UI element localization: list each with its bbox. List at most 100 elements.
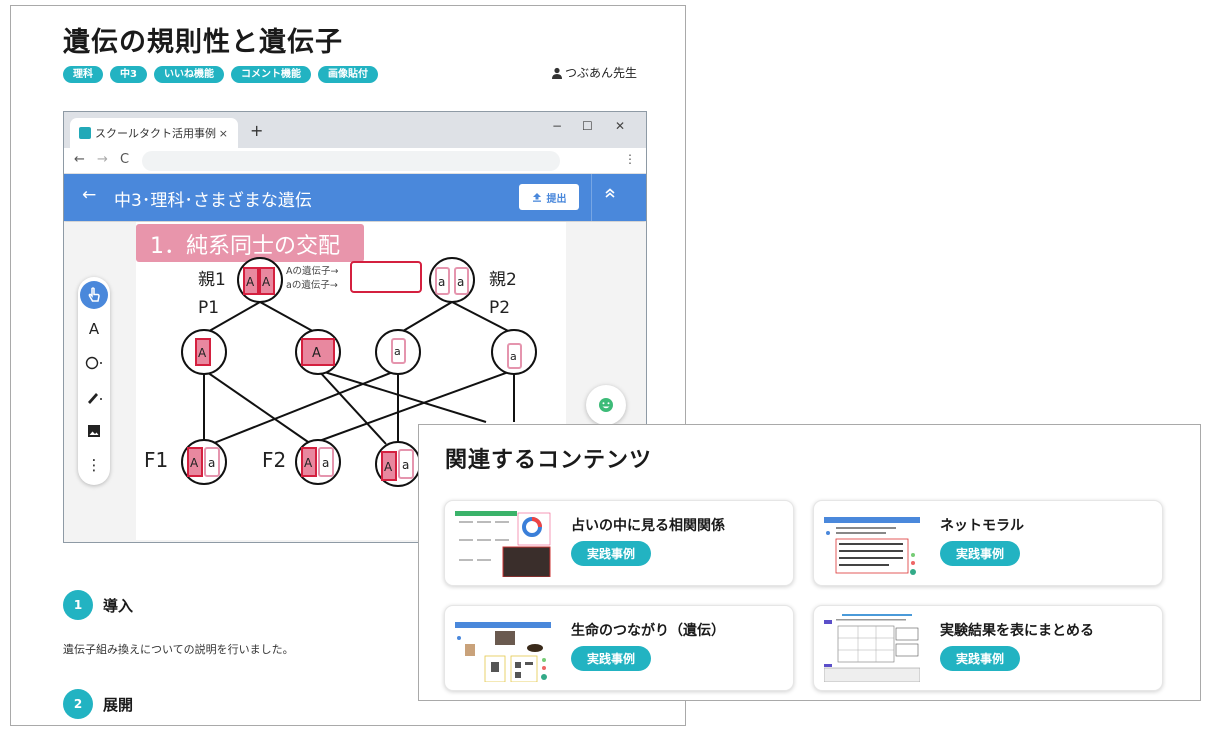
more-tools[interactable]: ⋮ [80,451,108,479]
pen-tool[interactable] [80,383,108,411]
svg-text:A: A [246,275,255,289]
related-title: 関連するコンテンツ [445,448,653,473]
favicon-icon [79,127,91,139]
thumbnail [455,614,551,682]
case-study-badge: 実践事例 [571,541,651,566]
hand-pointer-icon [88,287,100,302]
shape-tool[interactable] [80,349,108,377]
more-vert-icon: ⋮ [86,456,102,474]
svg-text:A: A [304,456,313,470]
app-title: 中3･理科･さまざまな遺伝 [114,191,312,211]
forward-arrow-icon[interactable]: → [97,152,108,167]
smiley-icon [599,398,613,412]
reload-icon[interactable]: C [120,152,130,167]
thumbnail [455,509,551,577]
image-icon [88,425,100,437]
svg-text:Aの遺伝子→: Aの遺伝子→ [286,265,338,277]
svg-text:1．純系同士の交配: 1．純系同士の交配 [150,234,340,259]
related-content-panel: 関連するコンテンツ 占いの中に見る相関関係 実践事例 [418,424,1201,701]
new-tab-button[interactable]: + [250,121,264,140]
tag-comment-feature[interactable]: コメント機能 [230,66,311,83]
svg-text:A: A [262,275,271,289]
case-study-badge: 実践事例 [940,646,1020,671]
related-card[interactable]: ネットモラル 実践事例 [813,500,1163,586]
svg-text:A: A [312,346,321,361]
app-back-icon[interactable]: ← [82,185,97,205]
svg-text:a: a [457,275,464,289]
svg-text:F2: F2 [262,448,286,472]
svg-text:P2: P2 [489,298,510,318]
related-card[interactable]: 実験結果を表にまとめる 実践事例 [813,605,1163,691]
embedded-browser-screenshot: スクールタクト活用事例 × + − ☐ ✕ ← → C ⋮ ← 中3･理科･さま… [63,111,647,543]
upload-icon [532,193,541,202]
related-card-title: ネットモラル [940,518,1024,534]
tab-close-icon[interactable]: × [218,126,228,140]
app-header: ← 中3･理科･さまざまな遺伝 提出 [64,174,646,221]
related-card[interactable]: 占いの中に見る相関関係 実践事例 [444,500,794,586]
pencil-icon [88,393,102,404]
page-title: 遺伝の規則性と遺伝子 [63,27,343,58]
author[interactable]: つぶあん先生 [551,64,637,81]
browser-menu-icon[interactable]: ⋮ [624,152,636,166]
tag-image-paste[interactable]: 画像貼付 [317,66,378,83]
divider [591,174,592,221]
step-label: 導入 [103,596,134,615]
image-tool[interactable] [80,417,108,445]
address-bar-row: ← → C ⋮ [64,148,646,174]
pointer-tool[interactable] [80,281,108,309]
tag-science[interactable]: 理科 [63,66,103,83]
author-name: つぶあん先生 [564,66,637,80]
svg-text:A: A [198,346,207,360]
step-label: 展開 [103,695,134,714]
lesson-page-card: 遺伝の規則性と遺伝子 理科 中3 いいね機能 コメント機能 画像貼付 つぶあん先… [10,5,686,726]
canvas-area: 1．純系同士の交配 [64,222,646,542]
step-description: 遺伝子組み換えについての説明を行いました。 [63,643,294,656]
maximize-icon[interactable]: ☐ [582,119,593,133]
related-card[interactable]: 生命のつながり（遺伝） 実践事例 [444,605,794,691]
svg-text:F1: F1 [144,448,168,472]
drawing-toolbar: A ⋮ [78,277,110,485]
window-close-icon[interactable]: ✕ [615,119,626,133]
svg-text:aの遺伝子→: aの遺伝子→ [286,279,338,291]
submit-button[interactable]: 提出 [519,184,579,210]
svg-text:P1: P1 [198,298,219,318]
case-study-badge: 実践事例 [940,541,1020,566]
reaction-button[interactable] [586,385,626,425]
tab-title: スクールタクト活用事例 [95,127,216,140]
double-chevron-up-icon[interactable] [604,187,616,199]
browser-tab[interactable]: スクールタクト活用事例 × [70,118,238,148]
svg-text:a: a [394,345,401,358]
step-number: 1 [63,590,93,620]
text-tool[interactable]: A [80,315,108,343]
circle-shape-icon [85,356,102,370]
genetics-diagram: 1．純系同士の交配 [136,224,537,487]
svg-text:親2: 親2 [489,270,517,290]
step-2: 2 展開 [63,689,133,719]
user-icon [551,67,562,79]
svg-text:A: A [384,460,393,474]
related-card-title: 生命のつながり（遺伝） [571,623,725,639]
tag-list: 理科 中3 いいね機能 コメント機能 画像貼付 [63,66,378,83]
related-card-title: 実験結果を表にまとめる [940,623,1094,639]
thumbnail [824,509,920,577]
minimize-icon[interactable]: − [552,119,563,133]
svg-text:a: a [438,275,445,289]
svg-text:A: A [190,456,199,470]
step-number: 2 [63,689,93,719]
svg-text:a: a [208,456,215,470]
step-1: 1 導入 [63,590,133,620]
svg-text:a: a [510,350,517,363]
text-tool-icon: A [88,320,100,338]
svg-text:親1: 親1 [198,270,226,290]
svg-text:a: a [402,458,409,472]
back-arrow-icon[interactable]: ← [74,152,85,167]
browser-tab-bar: スクールタクト活用事例 × + − ☐ ✕ [64,112,646,148]
submit-label: 提出 [546,193,567,205]
thumbnail [824,614,920,682]
url-input[interactable] [142,151,560,171]
tag-grade[interactable]: 中3 [110,66,147,83]
related-card-title: 占いの中に見る相関関係 [571,518,725,534]
tag-like-feature[interactable]: いいね機能 [153,66,224,83]
svg-text:a: a [322,456,329,470]
case-study-badge: 実践事例 [571,646,651,671]
